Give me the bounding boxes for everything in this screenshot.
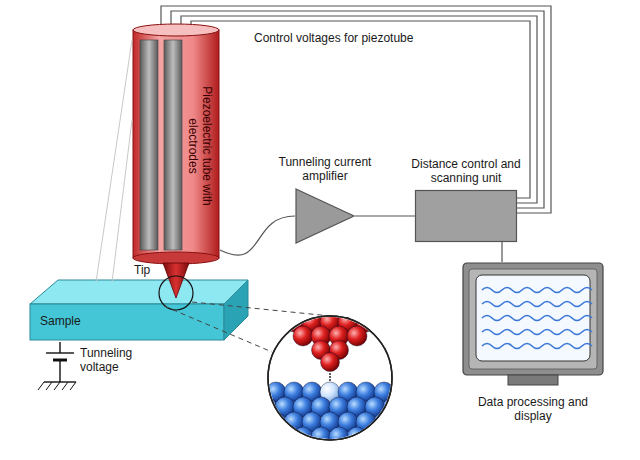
surface-atom: [275, 427, 295, 447]
tip-atom: [302, 312, 322, 332]
surface-atom: [392, 412, 412, 432]
surface-atom: [266, 442, 286, 460]
surface-atom: [374, 412, 394, 432]
surface-atom: [338, 382, 358, 402]
piezo-tube: Piezoelectric tube with electrodes: [132, 24, 220, 264]
tip-atom: [330, 341, 349, 360]
frame-line: [96, 40, 132, 282]
tip-atom: [266, 312, 286, 332]
tip-atom: [374, 312, 394, 332]
surface-atom: [302, 412, 322, 432]
screen-wave: [482, 302, 592, 307]
sample-label: Sample: [40, 314, 81, 328]
wire-line: [191, 21, 530, 198]
atom-view: [248, 312, 412, 460]
surface-atom: [266, 412, 286, 432]
surface-atom: [356, 442, 376, 460]
surface-atom: [293, 397, 313, 417]
surface-atom: [257, 427, 277, 447]
surface-atom: [374, 382, 394, 402]
surface-atom: [284, 382, 304, 402]
surface-atom: [365, 427, 385, 447]
wire-line: [355, 215, 415, 216]
surface-atom: [320, 442, 340, 460]
screen-wave: [482, 344, 592, 349]
zoom-circle: [268, 316, 392, 440]
surface-atom: [392, 442, 412, 460]
surface-atom: [374, 442, 394, 460]
tip-atom: [321, 353, 340, 372]
surface-atom: [347, 427, 367, 447]
tunnel-dot: [329, 376, 331, 378]
surface-atom: [284, 442, 304, 460]
screen-wave: [482, 316, 592, 321]
surface-atom: [248, 412, 268, 432]
tip-atom: [356, 312, 376, 332]
surface-atom-highlight: [320, 382, 340, 402]
wire: [220, 216, 295, 255]
surface-atom: [320, 412, 340, 432]
surface-atom: [329, 427, 349, 447]
battery-symbol: [38, 342, 76, 390]
tip-atom: [320, 312, 340, 332]
wire-line: [501, 242, 502, 262]
amplifier-triangle: Tunneling current amplifier: [295, 188, 355, 244]
amplifier-triangle-shape: [295, 188, 355, 244]
surface-atom: [248, 382, 268, 402]
surface-atom: [275, 397, 295, 417]
surface-atom: [365, 397, 385, 417]
surface-atom: [311, 397, 331, 417]
surface-atom: [356, 382, 376, 402]
tunnel-dot: [329, 373, 331, 375]
wire: [355, 216, 415, 217]
surface-atom: [266, 382, 286, 402]
voltage-label: Tunneling voltage: [80, 346, 152, 374]
tip-atom: [347, 326, 367, 346]
surface-atom: [293, 427, 313, 447]
surface-atom: [383, 427, 403, 447]
screen-wave: [482, 288, 592, 293]
sample-slab-shape: [28, 278, 250, 342]
surface-atom: [338, 412, 358, 432]
sample-slab: Sample: [28, 278, 250, 342]
tip-atom: [311, 326, 331, 346]
monitor: Data processing and display: [462, 262, 604, 387]
tip-atom: [248, 312, 268, 332]
surface-atom: [383, 397, 403, 417]
tip-atom: [338, 312, 358, 332]
surface-atom: [329, 397, 349, 417]
wire-label: Control voltages for piezotube: [252, 31, 415, 45]
control-label: Distance control and scanning unit: [406, 157, 526, 185]
wire: [502, 242, 503, 262]
surface-atom: [392, 382, 412, 402]
surface-atom: [302, 442, 322, 460]
monitor-label: Data processing and display: [473, 395, 593, 423]
screen-wave: [482, 330, 592, 335]
tube-label: Piezoelectric tube with electrodes: [186, 81, 214, 211]
tip-label: Tip: [134, 263, 150, 277]
tip-atom: [312, 341, 331, 360]
tip-atom: [329, 326, 349, 346]
control-box-shape: [415, 190, 517, 242]
tunnel-dot: [329, 379, 331, 381]
wire-line: [171, 11, 544, 208]
monitor-shape: [462, 262, 604, 387]
zoom-rim: [268, 316, 392, 440]
surface-atom: [257, 397, 277, 417]
amplifier-label: Tunneling current amplifier: [270, 155, 380, 183]
tip-atom: [392, 312, 412, 332]
wire-line: [181, 16, 537, 203]
surface-atom: [302, 382, 322, 402]
surface-atom: [311, 427, 331, 447]
surface-atom: [347, 397, 367, 417]
surface-atom: [284, 412, 304, 432]
surface-atom: [356, 412, 376, 432]
surface-atom: [248, 442, 268, 460]
control-box: Distance control and scanning unit: [415, 190, 517, 242]
surface-atom: [338, 442, 358, 460]
tip-atom: [284, 312, 304, 332]
tip-atom: [293, 326, 313, 346]
wire-line: [220, 216, 295, 255]
